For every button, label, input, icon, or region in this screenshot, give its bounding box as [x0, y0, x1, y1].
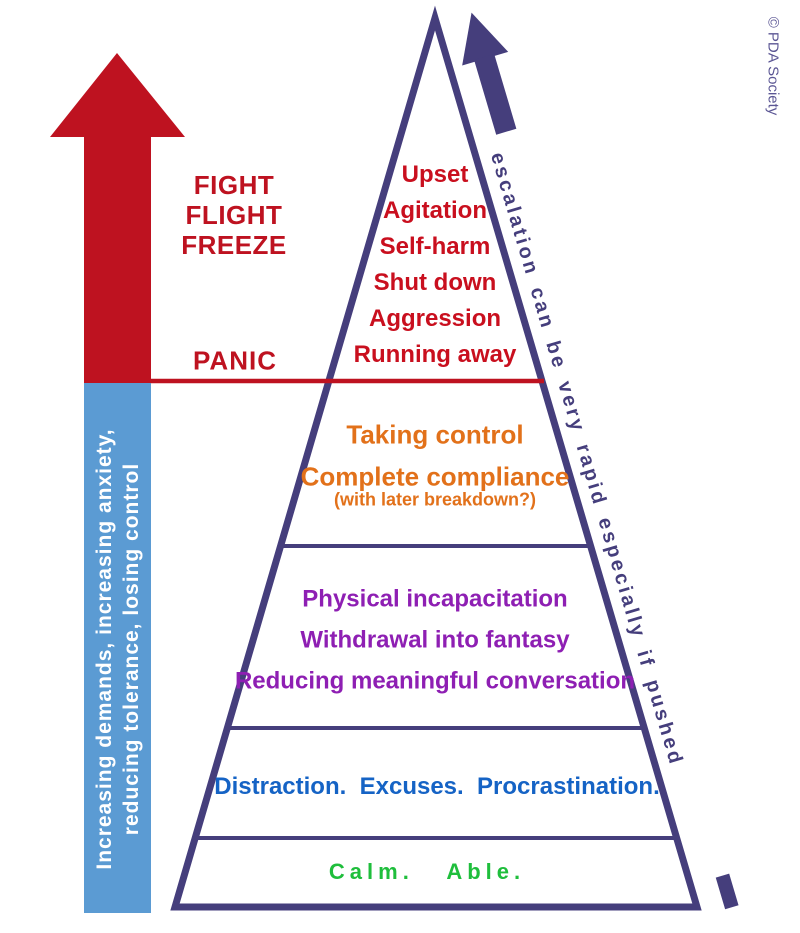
crisis-item: Aggression [368, 305, 502, 332]
crisis-item: Upset [401, 161, 469, 188]
fight-label: FIGHT [193, 170, 275, 200]
copyright-label: © PDA Society [764, 16, 782, 116]
escalation-arrow-up-icon [462, 12, 517, 135]
crisis-item: Self-harm [379, 233, 491, 260]
complete-compliance-label: Complete compliance [300, 461, 570, 492]
crisis-items-list: Upset Agitation Self-harm Shut down Aggr… [354, 157, 517, 373]
flight-label: FLIGHT [185, 200, 283, 230]
fight-flight-freeze-label: FIGHT FLIGHT FREEZE [181, 170, 287, 260]
anxiety-bar-label: Increasing demands, increasing anxiety, … [91, 428, 145, 869]
breakdown-note-label: (with later breakdown?) [333, 489, 537, 510]
pyramid-outline [170, 5, 702, 911]
crisis-item: Running away [353, 341, 517, 368]
panic-label: PANIC [193, 345, 277, 376]
crisis-item: Agitation [383, 197, 487, 224]
anxiety-bar-line2: reducing tolerance, losing control [120, 462, 143, 836]
escalation-dash [715, 873, 739, 910]
distraction-label: Distraction. Excuses. Procrastination. [214, 773, 660, 800]
taking-control-label: Taking control [346, 419, 524, 450]
withdrawal-items-list: Physical incapacitation Withdrawal into … [235, 579, 635, 702]
freeze-label: FREEZE [181, 230, 287, 260]
anxiety-bar [84, 383, 151, 913]
fight-arrow-up-icon [50, 53, 185, 383]
withdrawal-item: Physical incapacitation [302, 585, 568, 613]
withdrawal-item: Withdrawal into fantasy [300, 626, 570, 654]
withdrawal-item: Reducing meaningful conversation [234, 667, 636, 695]
crisis-item: Shut down [373, 269, 497, 296]
anxiety-bar-line1: Increasing demands, increasing anxiety, [93, 428, 116, 870]
calm-able-label: Calm. Able. [328, 859, 526, 884]
